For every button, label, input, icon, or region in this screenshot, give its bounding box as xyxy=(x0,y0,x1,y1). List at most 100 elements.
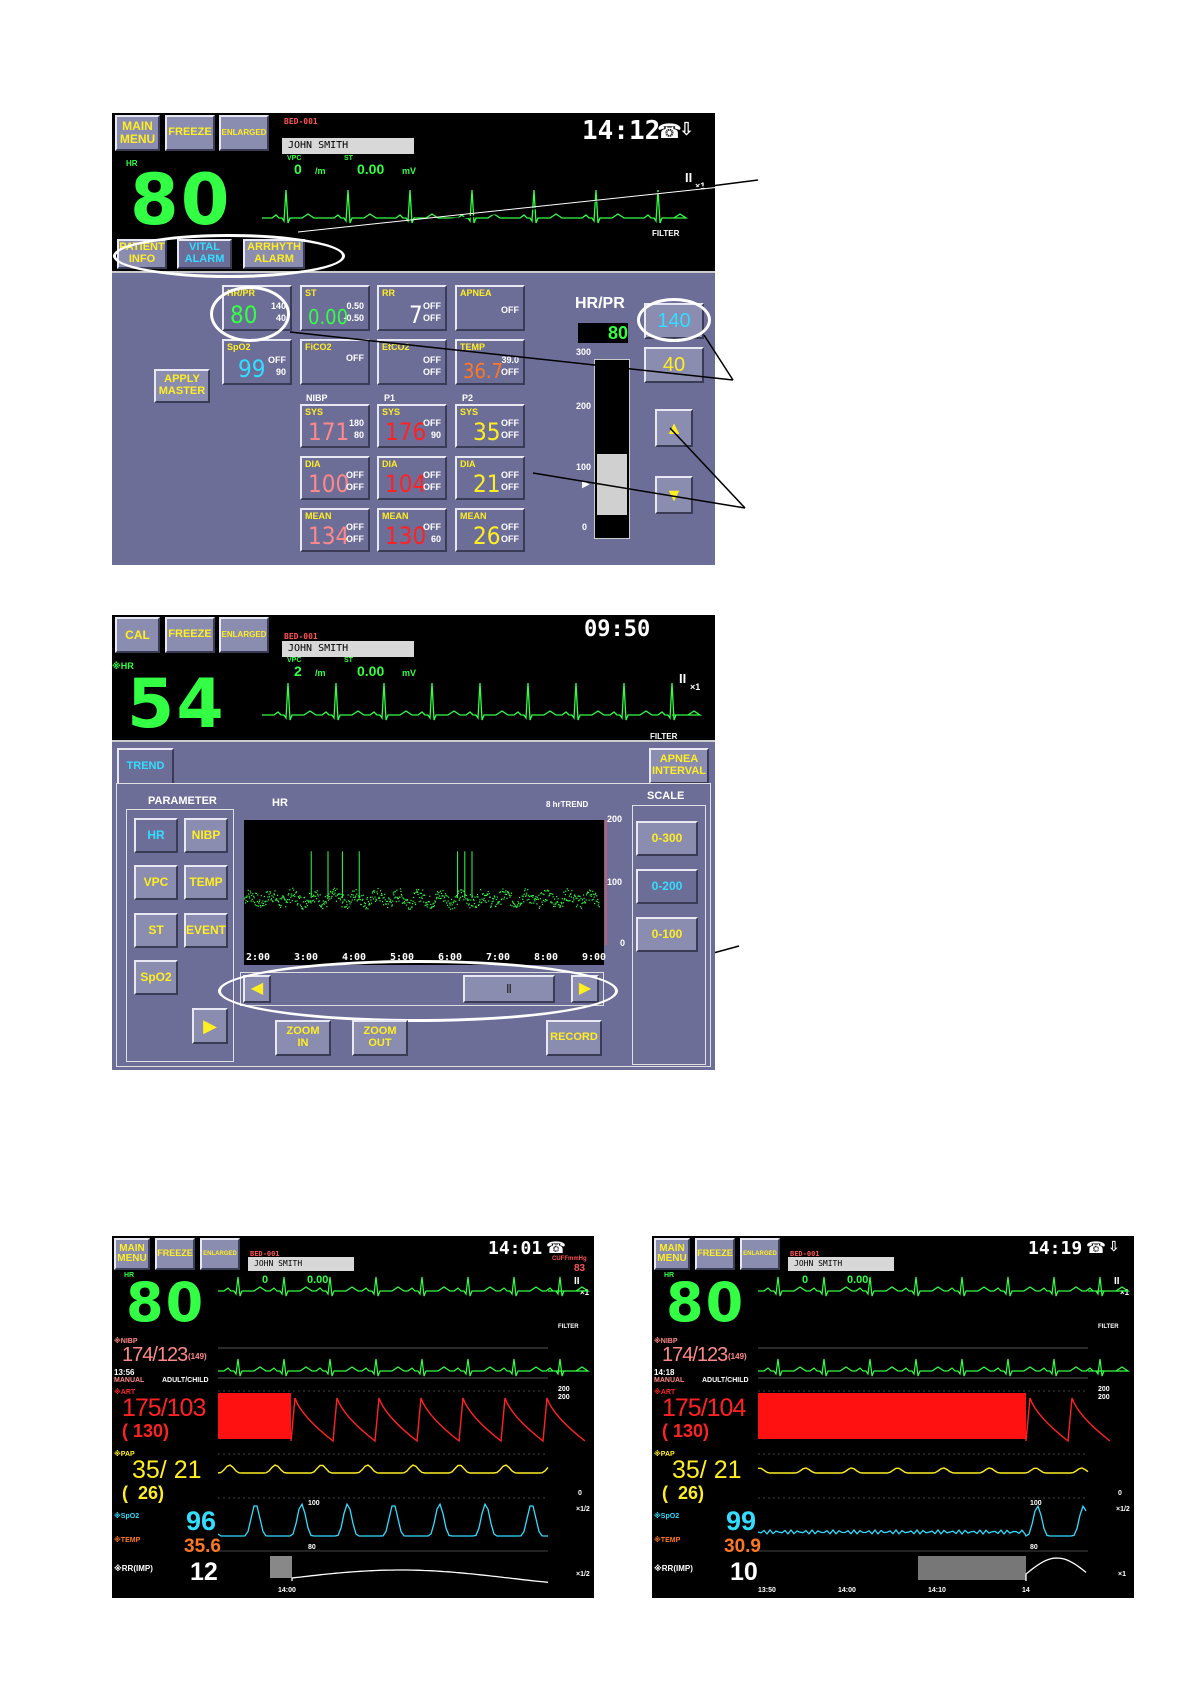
trend-point xyxy=(286,901,288,904)
trend-point xyxy=(561,903,563,905)
trend-point xyxy=(327,897,329,899)
scale-0-100-button[interactable]: 0-100 xyxy=(636,917,698,952)
slider-current-value: 80 xyxy=(578,323,628,343)
trend-point xyxy=(359,899,361,901)
trend-point xyxy=(247,889,249,891)
gain-label: ×1 xyxy=(695,181,706,191)
tab-apnea-interval[interactable]: APNEA INTERVAL xyxy=(649,748,709,784)
tile-lower: 60 xyxy=(430,534,441,544)
trend-point xyxy=(531,902,533,904)
tile-fico2[interactable]: FiCO2 OFF xyxy=(300,339,370,385)
trend-point xyxy=(262,900,264,902)
trend-point xyxy=(561,898,563,900)
tile-p1-mean[interactable]: MEAN 130 OFF 60 xyxy=(377,508,447,552)
trend-point xyxy=(445,894,447,897)
enlarged-button[interactable]: ENLARGED xyxy=(219,617,269,653)
freeze-button[interactable]: FREEZE xyxy=(165,617,215,653)
tile-etco2[interactable]: EtCO2 OFF OFF xyxy=(377,339,447,385)
tile-p2-sys[interactable]: SYS 35 OFF OFF xyxy=(455,404,525,448)
trend-point xyxy=(545,890,547,892)
tile-p1-sys[interactable]: SYS 176 OFF 90 xyxy=(377,404,447,448)
trend-point xyxy=(249,890,251,892)
record-button[interactable]: RECORD xyxy=(546,1020,602,1056)
trend-point xyxy=(425,904,427,906)
main-menu-button[interactable]: MAIN MENU xyxy=(115,115,160,151)
enlarged-button[interactable]: ENLARGED xyxy=(740,1238,780,1270)
trend-point xyxy=(271,900,274,902)
scale-0-200-button[interactable]: 0-200 xyxy=(636,869,698,904)
trend-point xyxy=(415,891,417,893)
trend-point xyxy=(436,896,438,898)
scale-0-300-button[interactable]: 0-300 xyxy=(636,821,698,856)
trend-point xyxy=(573,899,575,901)
tile-nibp-dia[interactable]: DIA 100 OFF OFF xyxy=(300,456,370,500)
trend-point xyxy=(558,904,560,906)
zoom-out-button[interactable]: ZOOM OUT xyxy=(352,1020,408,1056)
zoom-in-button[interactable]: ZOOM IN xyxy=(275,1020,331,1056)
tile-p2-mean[interactable]: MEAN 26 OFF OFF xyxy=(455,508,525,552)
trend-point xyxy=(543,894,545,896)
trend-point xyxy=(278,901,280,903)
param-temp-button[interactable]: TEMP xyxy=(184,865,228,900)
trend-point xyxy=(572,901,574,903)
decrement-button[interactable]: ▼ xyxy=(655,476,693,514)
trend-point xyxy=(528,898,530,900)
freeze-button[interactable]: FREEZE xyxy=(695,1238,735,1270)
param-event-button[interactable]: EVENT xyxy=(184,913,228,948)
trend-point xyxy=(592,890,594,892)
slider-track[interactable] xyxy=(594,359,630,539)
main-menu-button[interactable]: MAIN MENU xyxy=(654,1238,690,1270)
slider-tick-0: 0 xyxy=(582,522,588,532)
tile-nibp-mean[interactable]: MEAN 134 OFF OFF xyxy=(300,508,370,552)
trend-point xyxy=(485,895,487,897)
tile-rr[interactable]: RR 7 OFF OFF xyxy=(377,285,447,331)
trend-point xyxy=(312,899,314,901)
tile-upper: OFF xyxy=(501,418,519,428)
param-hr-button[interactable]: HR xyxy=(134,818,178,853)
cal-button[interactable]: CAL xyxy=(115,617,160,653)
trend-point xyxy=(590,895,592,897)
param-vpc-button[interactable]: VPC xyxy=(134,865,178,900)
lower-limit-button[interactable]: 40 xyxy=(644,347,704,383)
trend-point xyxy=(538,894,540,896)
tile-p1-dia[interactable]: DIA 104 OFF OFF xyxy=(377,456,447,500)
trend-point xyxy=(476,896,478,898)
trend-point xyxy=(583,894,585,896)
slider-range xyxy=(597,454,627,515)
param-st-button[interactable]: ST xyxy=(134,913,178,948)
param-spo2-button[interactable]: SpO2 xyxy=(134,960,178,995)
trend-point xyxy=(552,893,554,895)
trend-point xyxy=(435,893,437,895)
freeze-button[interactable]: FREEZE xyxy=(165,115,215,151)
trend-point xyxy=(544,899,547,901)
trend-point xyxy=(315,892,317,894)
increment-button[interactable]: ▲ xyxy=(655,409,693,447)
freeze-button[interactable]: FREEZE xyxy=(155,1238,195,1270)
tile-p2-dia[interactable]: DIA 21 OFF OFF xyxy=(455,456,525,500)
tile-nibp-sys[interactable]: SYS 171 180 80 xyxy=(300,404,370,448)
trend-point xyxy=(388,897,390,899)
apply-master-button[interactable]: APPLY MASTER xyxy=(154,369,210,403)
trend-point xyxy=(460,892,462,894)
tile-temp[interactable]: TEMP 36.7 39.0 OFF xyxy=(455,339,525,385)
tile-spo2[interactable]: SpO2 99 OFF 90 xyxy=(222,339,292,385)
tile-st[interactable]: ST 0.00 0.50 -0.50 xyxy=(300,285,370,331)
enlarged-button[interactable]: ENLARGED xyxy=(200,1238,240,1270)
filter-label: FILTER xyxy=(652,229,680,238)
trend-point xyxy=(419,892,421,894)
tile-apnea[interactable]: APNEA OFF xyxy=(455,285,525,331)
trend-point xyxy=(433,905,435,907)
trend-point xyxy=(376,893,379,895)
trend-point xyxy=(366,897,368,899)
patient-name: JOHN SMITH xyxy=(788,1257,894,1271)
trend-ytick-0: 0 xyxy=(620,938,626,948)
enlarged-button[interactable]: ENLARGED xyxy=(219,115,269,151)
trend-point xyxy=(359,896,361,898)
param-nibp-button[interactable]: NIBP xyxy=(184,818,228,853)
param-next-button[interactable]: ▶ xyxy=(192,1008,228,1044)
tile-lower: OFF xyxy=(423,482,441,492)
tab-trend[interactable]: TREND xyxy=(117,748,174,784)
main-menu-button[interactable]: MAIN MENU xyxy=(114,1238,150,1270)
trend-point xyxy=(351,894,353,896)
